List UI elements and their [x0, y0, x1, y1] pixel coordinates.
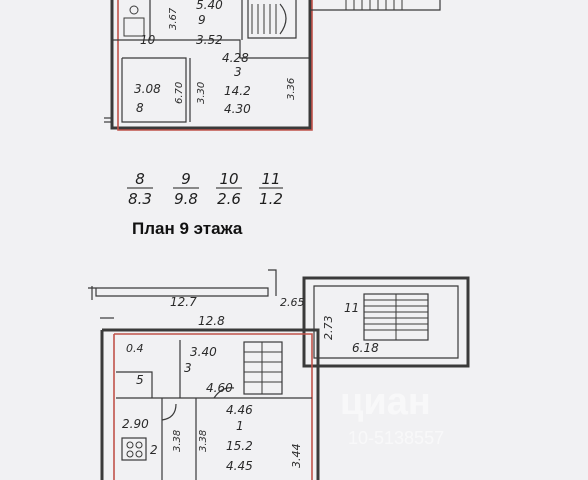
- dim-label: 3.38: [172, 430, 183, 452]
- dim-label: 3.38: [198, 430, 209, 452]
- legend-room-number: 10: [219, 170, 238, 188]
- dim-label: 3.30: [196, 82, 207, 104]
- dim-label: 5.40: [196, 0, 223, 12]
- dim-label: 6.18: [352, 341, 379, 355]
- room-area: 14.2: [224, 84, 251, 98]
- dim-label: 2.90: [122, 417, 149, 431]
- dim-label: 12.7: [170, 295, 197, 309]
- watermark-brand: циан: [340, 381, 431, 423]
- dim-label: 4.60: [206, 381, 233, 395]
- room-number: 3: [184, 361, 192, 375]
- legend-room-area: 9.8: [174, 190, 198, 208]
- legend-room-number: 8: [135, 170, 145, 188]
- dim-label: 0.4: [126, 342, 144, 355]
- room-number: 3: [234, 65, 242, 79]
- watermark: циан 10-5138557: [340, 381, 444, 448]
- dim-label: 4.28: [222, 51, 249, 65]
- legend-room-area: 2.6: [217, 190, 241, 208]
- dim-label: 4.45: [226, 459, 253, 473]
- room-number: 8: [136, 101, 144, 115]
- legend-room-area: 1.2: [259, 190, 283, 208]
- dim-label: 2.65: [280, 296, 305, 309]
- room-area: 15.2: [226, 439, 253, 453]
- room-number: 11: [344, 301, 359, 315]
- bottom-floor-plan: 12.7 2.65 12.8 2.73 11 6.18 0.4 3.40 3 5…: [88, 269, 470, 480]
- plan-title: План 9 этажа: [132, 219, 243, 238]
- interior-stair: [243, 341, 283, 395]
- dim-label: 6.70: [174, 82, 185, 104]
- dim-label: 12.8: [198, 314, 225, 328]
- top-floor-plan: 5.40 9 3.52 10 3.67 4.28 3 14.2 4.30 3.0…: [104, 0, 441, 131]
- legend-room-area: 8.3: [128, 190, 152, 208]
- room-area-legend: 8 8.3 9 9.8 10 2.6 11 1.2: [127, 170, 283, 208]
- room-number: 5: [136, 373, 144, 387]
- dim-label: 4.30: [224, 102, 251, 116]
- watermark-phone: 10-5138557: [348, 428, 444, 448]
- room-number: 1: [236, 419, 244, 433]
- room-number: 10: [140, 33, 156, 47]
- dim-label: 3.44: [290, 444, 303, 469]
- top-stair: [247, 0, 297, 39]
- legend-room-number: 11: [261, 170, 280, 188]
- bottom-stair: [363, 293, 429, 341]
- room-number: 9: [198, 13, 206, 27]
- room-number: 2: [150, 443, 158, 457]
- dim-label: 2.73: [322, 316, 335, 341]
- legend-room-number: 9: [181, 170, 191, 188]
- dim-label: 3.08: [134, 82, 161, 96]
- dim-label: 3.40: [190, 345, 217, 359]
- dim-label: 3.67: [168, 7, 179, 30]
- dim-label: 3.52: [196, 33, 223, 47]
- top-landing-stairs: [345, 0, 403, 10]
- dim-label: 3.36: [286, 78, 297, 100]
- dim-label: 4.46: [226, 403, 253, 417]
